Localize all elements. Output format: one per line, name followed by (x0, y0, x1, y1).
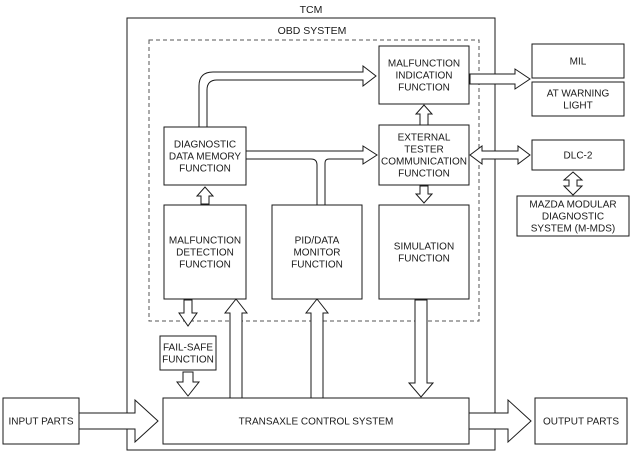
simulation-to-transaxle-arrow (407, 299, 435, 398)
failsafe-to-transaxle-arrow (175, 371, 201, 397)
input-to-transaxle-arrow (78, 398, 159, 444)
dlc2-box: DLC-2 (531, 139, 625, 171)
obd-system-frame (148, 39, 480, 322)
svg-text:OUTPUT PARTS: OUTPUT PARTS (543, 417, 619, 428)
detection-to-memory-arrow (195, 186, 215, 205)
tcm-title: TCM (300, 4, 323, 16)
svg-text:DLC-2: DLC-2 (564, 151, 593, 162)
tcm-frame (126, 17, 496, 451)
transaxle-to-pid-arrow (304, 298, 330, 399)
memory-to-indication-arrow (198, 64, 377, 128)
svg-text:TRANSAXLE CONTROL SYSTEM: TRANSAXLE CONTROL SYSTEM (239, 417, 394, 428)
mil-box: MIL (531, 43, 625, 79)
tester-to-indication-arrow (414, 104, 434, 126)
obd-system-title: OBD SYSTEM (278, 25, 347, 37)
tester-to-simulation-arrow (414, 185, 434, 204)
tester-dlc2-arrow (469, 145, 531, 165)
input-parts-box: INPUT PARTS (2, 397, 80, 445)
detection-to-failsafe-arrow (178, 299, 198, 327)
transaxle-to-output-arrow (468, 398, 532, 444)
transaxle-to-detection-arrow (223, 298, 249, 399)
memory-to-tester-arrow (245, 145, 378, 206)
transaxle-control-box: TRANSAXLE CONTROL SYSTEM (162, 397, 470, 445)
output-parts-box: OUTPUT PARTS (534, 397, 628, 445)
svg-text:INPUT PARTS: INPUT PARTS (8, 417, 73, 428)
indication-to-mil-arrow (469, 68, 531, 90)
dlc2-mmds-arrow (562, 171, 584, 196)
svg-text:MIL: MIL (570, 57, 587, 68)
